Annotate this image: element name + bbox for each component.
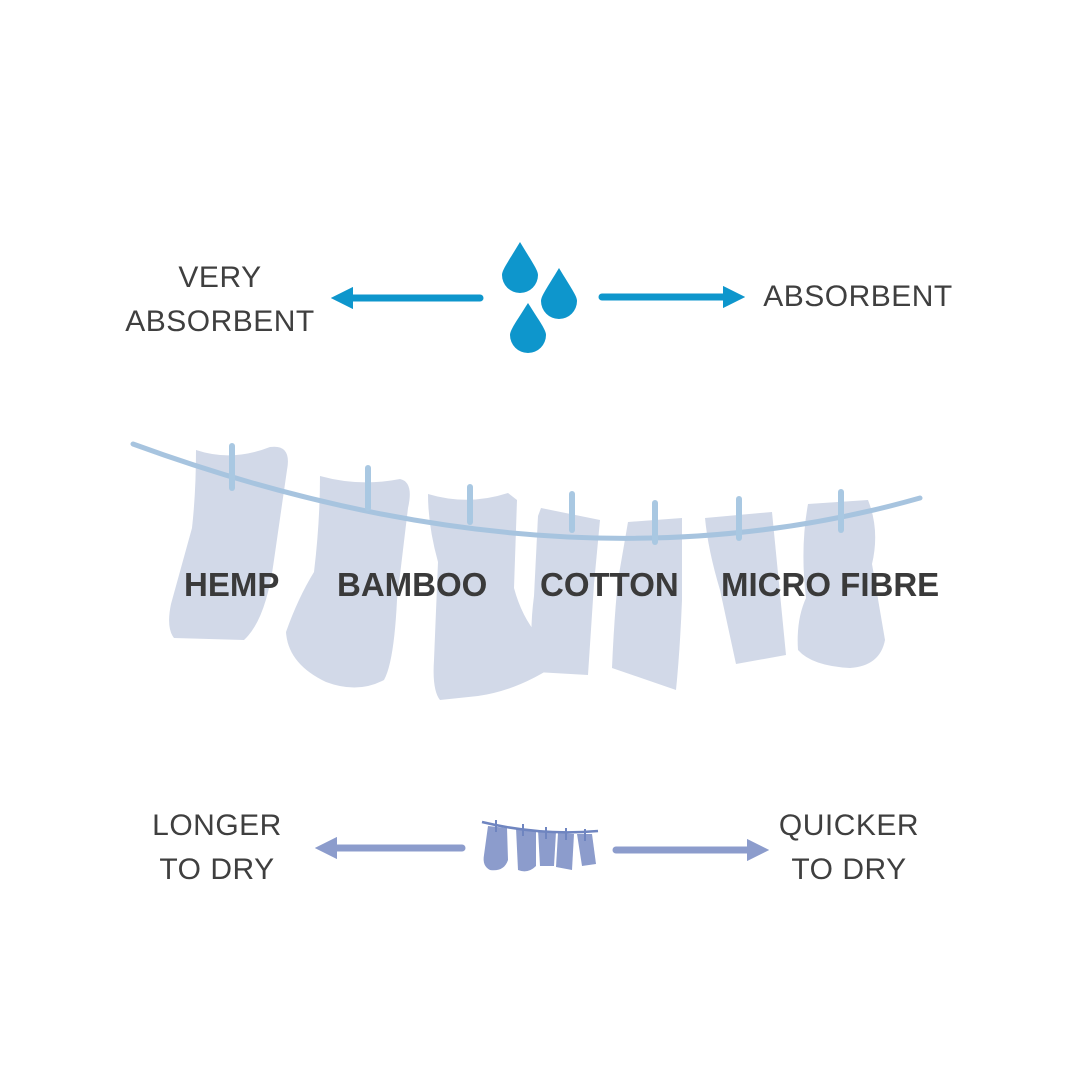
- very-absorbent-line2: ABSORBENT: [125, 305, 315, 338]
- quicker-to-dry-line2: TO DRY: [791, 853, 907, 886]
- bamboo-cloth: [286, 476, 410, 688]
- very-absorbent-line1: VERY: [178, 261, 262, 294]
- quicker-to-dry-label: QUICKER TO DRY: [749, 804, 949, 892]
- micro-fibre-cloth: [428, 493, 560, 700]
- fabric-label-bamboo: BAMBOO: [337, 566, 488, 603]
- clothes-pegs: [229, 443, 844, 545]
- fabric-label-hemp: HEMP: [184, 566, 280, 603]
- very-absorbent-label: VERY ABSORBENT: [120, 256, 320, 344]
- cloth-6: [705, 512, 786, 664]
- fabric-label-micro-fibre: MICRO FIBRE: [721, 566, 940, 603]
- longer-to-dry-line1: LONGER: [152, 809, 282, 842]
- clothesline: [130, 441, 923, 541]
- cotton-cloth: [531, 508, 600, 675]
- cloth-7: [797, 500, 885, 668]
- longer-to-dry-line2: TO DRY: [159, 853, 275, 886]
- longer-to-dry-label: LONGER TO DRY: [117, 804, 317, 892]
- water-drops-icon: [502, 242, 577, 353]
- cloth-5: [612, 518, 682, 690]
- absorbent-label: ABSORBENT: [763, 280, 953, 313]
- quicker-to-dry-line1: QUICKER: [778, 809, 920, 842]
- hemp-cloth: [169, 446, 288, 640]
- clothes-group: [169, 446, 885, 700]
- clothesline-icon: [481, 820, 599, 872]
- fabric-label-cotton: COTTON: [540, 566, 679, 603]
